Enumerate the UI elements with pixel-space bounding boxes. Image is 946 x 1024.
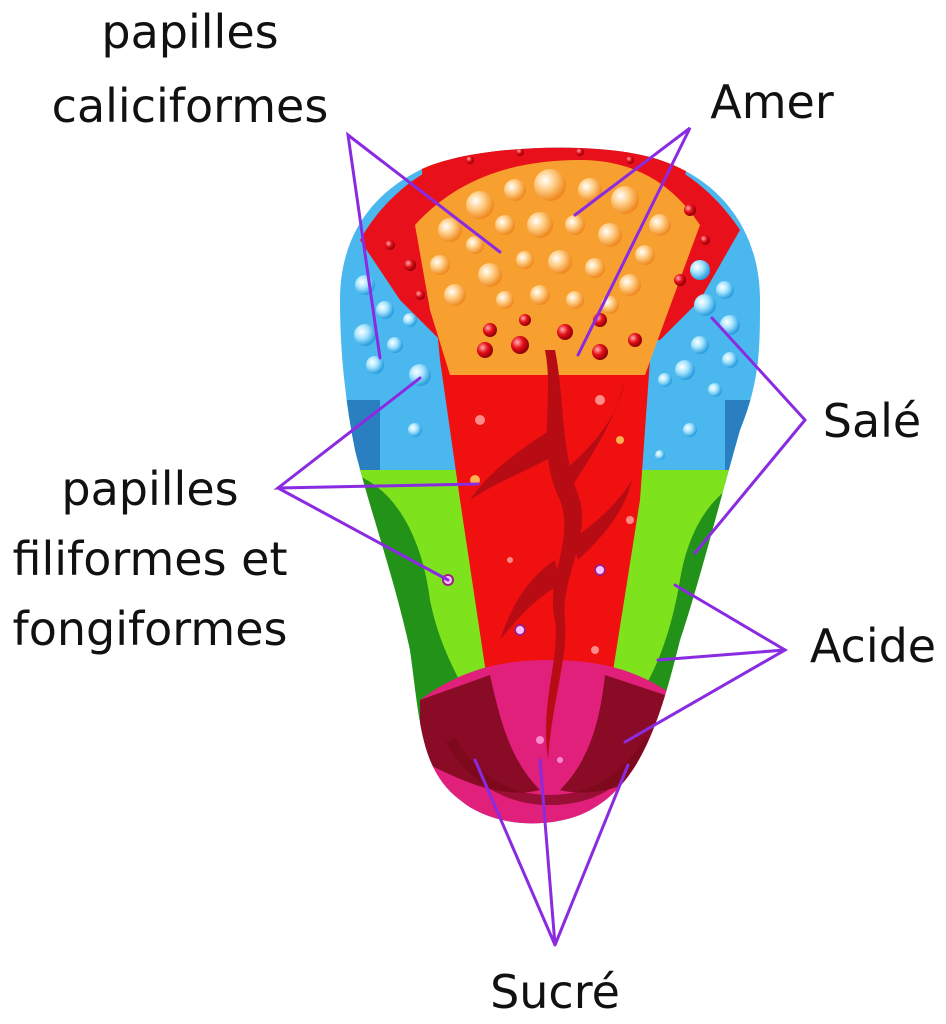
label-caliciformes-line1: papilles	[101, 5, 278, 59]
leader-caliciformes	[345, 131, 502, 360]
groove-branch-4	[572, 480, 632, 560]
label-amer: Amer	[710, 75, 834, 129]
groove-branch-2	[565, 380, 625, 490]
label-filiformes-line2: filiformes et	[12, 532, 287, 586]
leader-sucre-2	[553, 763, 630, 947]
sweet-dark-left	[420, 675, 540, 793]
label-filiformes-line3: fongiformes	[13, 602, 288, 656]
leader-acide-2	[656, 648, 787, 662]
sweet-curve	[445, 737, 655, 806]
leader-amer	[573, 126, 692, 357]
label-sucre: Sucré	[490, 965, 620, 1019]
label-sale: Salé	[823, 394, 921, 448]
leader-lines	[273, 126, 807, 947]
body-papillae	[442, 395, 634, 763]
leader-sale	[693, 316, 807, 555]
groove-branch-1	[470, 430, 555, 500]
label-caliciformes-line2: caliciformes	[52, 79, 329, 133]
tongue	[340, 147, 760, 824]
groove-branch-3	[500, 560, 560, 640]
label-filiformes-line1: papilles	[61, 462, 238, 516]
rim-dots	[385, 148, 710, 300]
label-acide: Acide	[810, 619, 936, 673]
leader-filiformes-2	[276, 486, 450, 582]
